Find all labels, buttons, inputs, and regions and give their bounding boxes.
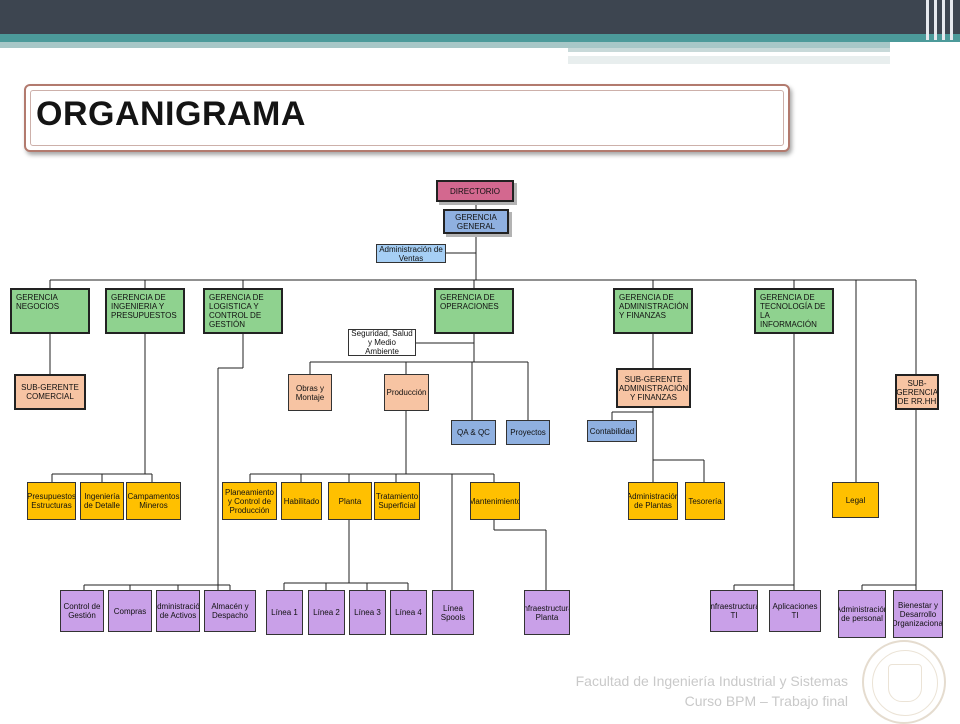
- node-admin-plantas: Administración de Plantas: [628, 482, 678, 520]
- node-ingenieria-detalle: Ingeniería de Detalle: [80, 482, 124, 520]
- node-sub-rrhh: SUB-GERENCIA DE RR.HH: [895, 374, 939, 410]
- node-linea-4: Línea 4: [390, 590, 427, 635]
- node-aplicaciones-ti: Aplicaciones TI: [769, 590, 821, 632]
- node-obras-montaje: Obras y Montaje: [288, 374, 332, 411]
- node-bienestar: Bienestar y Desarrollo Organizacional: [893, 590, 943, 638]
- node-administracion-activos: Administración de Activos: [156, 590, 200, 632]
- node-almacen: Almacén y Despacho: [204, 590, 256, 632]
- node-linea-3: Línea 3: [349, 590, 386, 635]
- node-planeamiento: Planeamiento y Control de Producción: [222, 482, 277, 520]
- node-gerencia-ingenieria: GERENCIA DE INGENIERIA Y PRESUPUESTOS: [105, 288, 185, 334]
- node-contabilidad: Contabilidad: [587, 420, 637, 442]
- node-sub-comercial: SUB-GERENTE COMERCIAL: [14, 374, 86, 410]
- node-directorio: DIRECTORIO: [436, 180, 514, 202]
- node-tesoreria: Tesorería: [685, 482, 725, 520]
- node-gerencia-logistica: GERENCIA DE LOGISTICA Y CONTROL DE GESTI…: [203, 288, 283, 334]
- node-infraestructura-planta: Infraestructura Planta: [524, 590, 570, 635]
- node-gerencia-administracion: GERENCIA DE ADMINISTRACIÓN Y FINANZAS: [613, 288, 693, 334]
- node-administracion-personal: Administración de personal: [838, 590, 886, 638]
- node-mantenimiento: Mantenimiento: [470, 482, 520, 520]
- node-linea-1: Línea 1: [266, 590, 303, 635]
- node-campamentos: Campamentos Mineros: [126, 482, 181, 520]
- node-gerencia-general: GERENCIA GENERAL: [443, 209, 509, 234]
- university-seal-icon: [862, 640, 946, 724]
- footer-line-1: Facultad de Ingeniería Industrial y Sist…: [575, 673, 848, 689]
- footer-text: Facultad de Ingeniería Industrial y Sist…: [576, 671, 848, 711]
- node-presupuestos: Presupuestos Estructuras: [27, 482, 76, 520]
- node-qa-qc: QA & QC: [451, 420, 496, 445]
- node-ssma: Seguridad, Salud y Medio Ambiente: [348, 329, 416, 356]
- header-band-faint: [568, 56, 890, 64]
- node-linea-spools: Línea Spools: [432, 590, 474, 635]
- header-band-accent: [568, 48, 890, 52]
- node-sub-admin: SUB-GERENTE ADMINISTRACIÓN Y FINANZAS: [616, 368, 691, 408]
- title-frame: [24, 84, 790, 152]
- page-title: ORGANIGRAMA: [36, 95, 306, 133]
- node-infraestructura-ti: Infraestructura TI: [710, 590, 758, 632]
- node-legal: Legal: [832, 482, 879, 518]
- node-planta: Planta: [328, 482, 372, 520]
- node-proyectos: Proyectos: [506, 420, 550, 445]
- node-linea-2: Línea 2: [308, 590, 345, 635]
- header-band-light: [0, 42, 890, 48]
- node-gerencia-negocios: GERENCIA NEGOCIOS: [10, 288, 90, 334]
- footer-line-2: Curso BPM – Trabajo final: [684, 693, 848, 709]
- node-habilitado: Habilitado: [281, 482, 322, 520]
- corner-stripes: [920, 0, 960, 40]
- node-gerencia-operaciones: GERENCIA DE OPERACIONES: [434, 288, 514, 334]
- header-bar: [0, 0, 960, 34]
- header-band: [0, 34, 960, 42]
- node-administracion-ventas: Administración de Ventas: [376, 244, 446, 263]
- node-compras: Compras: [108, 590, 152, 632]
- node-control-gestion: Control de Gestión: [60, 590, 104, 632]
- node-tratamiento: Tratamiento Superficial: [374, 482, 420, 520]
- node-gerencia-tecnologia: GERENCIA DE TECNOLOGÍA DE LA INFORMACIÓN: [754, 288, 834, 334]
- node-produccion: Producción: [384, 374, 429, 411]
